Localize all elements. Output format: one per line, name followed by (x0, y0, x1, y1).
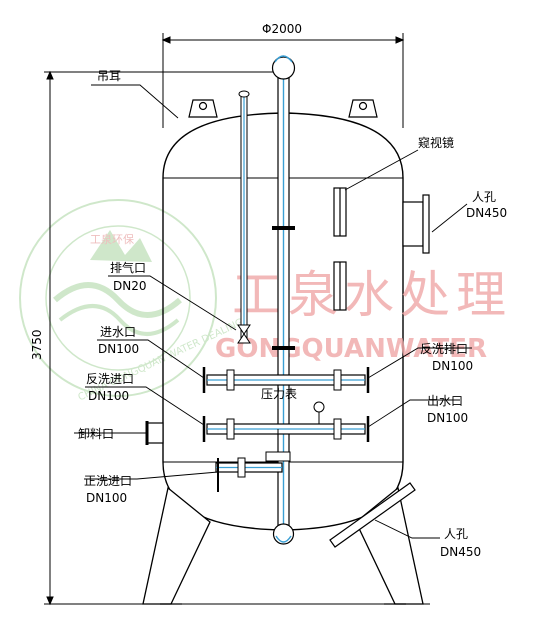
watermark-english: GONGQUANWATER (215, 334, 487, 364)
sight-glass-upper (333, 187, 347, 237)
manhole-bottom (329, 482, 416, 548)
forward-wash-pipe (215, 451, 291, 492)
water-outlet-label: 出水口 (427, 394, 463, 408)
manhole-top-label: 人孔 (472, 190, 496, 204)
outlet-header (202, 416, 370, 459)
water-inlet-label: 进水口 (100, 325, 136, 339)
pressure-gauge (313, 401, 325, 424)
pressure-gauge-label: 压力表 (261, 387, 297, 401)
backwash-inlet-label: 反洗进口 (86, 372, 134, 386)
width-dimension-text: Φ2000 (262, 22, 302, 36)
manhole-bottom-label: 人孔 (444, 527, 468, 541)
lifting-lug-left (188, 99, 218, 118)
vent-label: 排气口 (110, 260, 146, 275)
sight-glass-lower (333, 261, 347, 311)
width-dimension (161, 33, 405, 128)
leader-lines (74, 84, 472, 539)
manhole-top (402, 194, 430, 254)
sight-glass-label: 窥视镜 (418, 135, 454, 150)
watermark-chinese: 工泉水处理 (232, 266, 512, 324)
backwash-outlet-label: 反洗排口 (420, 342, 468, 356)
manhole-bottom-dn: DN450 (440, 545, 481, 559)
vent-pipe (237, 90, 251, 344)
inlet-header (202, 367, 370, 393)
backwash-outlet-dn: DN100 (432, 359, 473, 373)
lifting-lug-right (348, 99, 378, 118)
lifting-lug-label: 吊耳 (97, 69, 121, 83)
discharge-port (145, 421, 164, 445)
manhole-top-dn: DN450 (466, 206, 507, 220)
vent-dn: DN20 (113, 279, 147, 293)
height-dimension-text: 3750 (30, 329, 44, 360)
height-dimension (44, 70, 430, 606)
water-outlet-dn: DN100 (427, 411, 468, 425)
backwash-inlet-dn: DN100 (88, 389, 129, 403)
forward-wash-inlet-label: 正洗进口 (84, 474, 132, 488)
forward-wash-inlet-dn: DN100 (86, 491, 127, 505)
discharge-port-label: 卸料口 (78, 426, 114, 441)
seal-logo-text: 工泉环保 (90, 232, 134, 246)
water-inlet-dn: DN100 (98, 342, 139, 356)
